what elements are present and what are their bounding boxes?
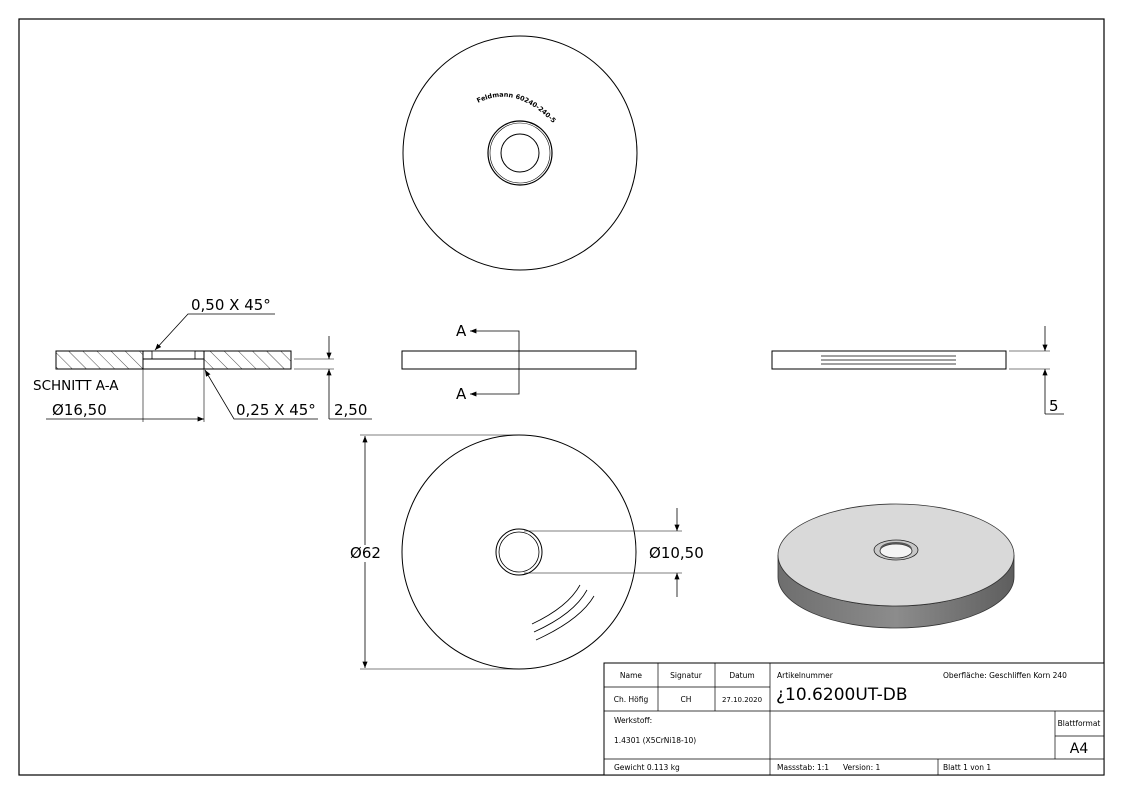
side-thickness-label: 5 — [1049, 397, 1059, 415]
section-hatch-left — [55, 350, 144, 370]
grain-arc-1 — [531, 584, 581, 625]
tb-datum-header: Datum — [729, 671, 754, 680]
tb-oberflaeche: Oberfläche: Geschliffen Korn 240 — [943, 671, 1067, 680]
iso-hole — [879, 543, 913, 559]
tb-version: Version: 1 — [843, 763, 880, 772]
tb-datum-value: 27.10.2020 — [722, 696, 762, 704]
section-hatch-right — [203, 350, 292, 370]
tb-signatur-value: CH — [681, 695, 692, 704]
sheet-border — [18, 18, 1105, 776]
tb-massstab: Massstab: 1:1 — [777, 763, 829, 772]
outer-dia-value: 62 — [362, 544, 381, 562]
chamfer-top-label: 0,50 X 45° — [191, 296, 271, 314]
tb-name-header: Name — [620, 671, 643, 680]
front-view-outer-circle — [401, 434, 637, 670]
tb-blatt: Blatt 1 von 1 — [943, 763, 991, 772]
hole-dia-value: 10,50 — [661, 544, 704, 562]
top-view: Feldmann 60240-240-5 — [402, 35, 638, 271]
side-view: 5 — [771, 326, 1064, 415]
section-hole — [151, 350, 196, 360]
chamfer-top-leader — [154, 313, 275, 351]
diameter-value: 16,50 — [64, 401, 107, 419]
tb-blattformat-label: Blattformat — [1058, 719, 1101, 728]
chamfer-bottom-label: 0,25 X 45° — [236, 401, 316, 419]
side-edge-rect — [771, 350, 1007, 370]
diameter-symbol: Ø — [52, 401, 64, 419]
top-view-counterbore-inner — [489, 122, 551, 184]
tb-werkstoff-label: Werkstoff: — [614, 716, 652, 725]
outer-dia-symbol: Ø — [350, 544, 362, 562]
tb-gewicht: Gewicht 0.113 kg — [614, 763, 680, 772]
cut-marker-top: A — [456, 322, 467, 340]
front-view: Ø62 Ø10,50 — [350, 434, 704, 670]
tb-artikel-value: ¿10.6200UT-DB — [776, 685, 907, 705]
section-label: SCHNITT A-A — [33, 378, 119, 394]
section-bore — [142, 358, 205, 370]
front-edge-view: A A — [401, 322, 637, 403]
outer-dia-label: Ø62 — [350, 544, 381, 562]
hole-dia-symbol: Ø — [649, 544, 661, 562]
isometric-view — [777, 503, 1015, 629]
title-block-frame — [603, 662, 1105, 776]
engraving-text: Feldmann 60240-240-5 — [475, 91, 557, 125]
tb-werkstoff-value: 1.4301 (X5CrNi18-10) — [614, 736, 696, 745]
top-view-outer-circle — [402, 35, 638, 271]
front-view-hole-outer — [495, 528, 543, 576]
iso-hole-wall — [880, 542, 912, 551]
tb-name-value: Ch. Höfig — [614, 695, 649, 704]
tb-artikel-label: Artikelnummer — [777, 671, 834, 680]
diameter-label: Ø16,50 — [52, 401, 107, 419]
hole-dia-label: Ø10,50 — [649, 544, 704, 562]
grain-arc-2 — [533, 589, 588, 633]
chamfer-bottom-leader — [204, 369, 318, 420]
cut-line-top — [470, 328, 520, 361]
front-view-hole-inner — [498, 531, 540, 573]
thickness-label: 2,50 — [334, 401, 367, 419]
tb-signatur-header: Signatur — [670, 671, 703, 680]
top-view-counterbore — [487, 120, 553, 186]
top-view-hole — [500, 133, 540, 173]
section-view: 0,50 X 45° 0,25 X 45° 2,50 Ø16,50 SCHNIT… — [33, 296, 372, 422]
grain-arc-3 — [535, 595, 595, 641]
cut-marker-bottom: A — [456, 385, 467, 403]
tb-blattformat-value: A4 — [1070, 741, 1089, 757]
cut-line-bottom — [470, 361, 520, 397]
title-block: Name Signatur Datum Ch. Höfig CH 27.10.2… — [603, 662, 1105, 776]
